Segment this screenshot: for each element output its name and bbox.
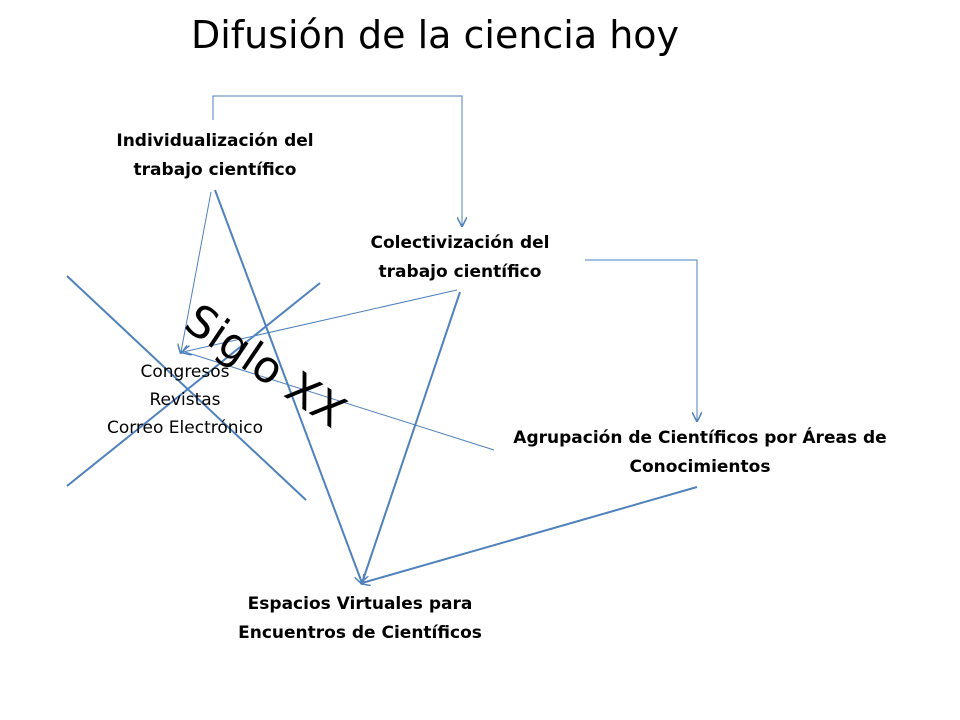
node-colectivizacion: Colectivización del trabajo científico [340, 229, 580, 287]
node-espacios-line-2: Encuentros de Científicos [238, 623, 482, 643]
connector-colect-to-espacios [361, 291, 461, 584]
node-colectivizacion-line-1: Colectivización del [370, 233, 550, 253]
node-congresos-line-1: Congresos [140, 362, 230, 382]
connector-agrup-to-espacios [362, 486, 698, 583]
node-espacios-line-1: Espacios Virtuales para [247, 594, 473, 614]
cross-out-line-1 [66, 275, 307, 501]
connector-indiv-to-espacios [214, 189, 362, 583]
node-colectivizacion-line-2: trabajo científico [378, 262, 542, 282]
connector-colect-to-congresos [183, 289, 458, 352]
node-individualizacion: Individualización del trabajo científico [95, 127, 335, 185]
connector-agrup-to-congresos [184, 351, 495, 451]
node-congresos-line-2: Revistas [149, 390, 221, 410]
connector-indiv-to-congresos [181, 191, 212, 352]
node-agrupacion: Agrupación de Científicos por Áreas de C… [490, 424, 910, 482]
node-congresos-line-3: Correo Electrónico [106, 418, 264, 438]
node-individualizacion-line-1: Individualización del [116, 131, 314, 151]
connector-colect-to-agrup [585, 259, 697, 420]
connector-indiv-to-colect [212, 95, 462, 225]
node-individualizacion-line-2: trabajo científico [133, 160, 297, 180]
page-title: Difusión de la ciencia hoy [190, 13, 680, 57]
node-agrupacion-line-1: Agrupación de Científicos por Áreas de [513, 428, 887, 448]
node-espacios-virtuales: Espacios Virtuales para Encuentros de Ci… [200, 590, 520, 648]
cross-out-line-2 [66, 282, 321, 487]
node-congresos: Congresos Revistas Correo Electrónico [60, 358, 310, 442]
node-agrupacion-line-2: Conocimientos [629, 457, 771, 477]
